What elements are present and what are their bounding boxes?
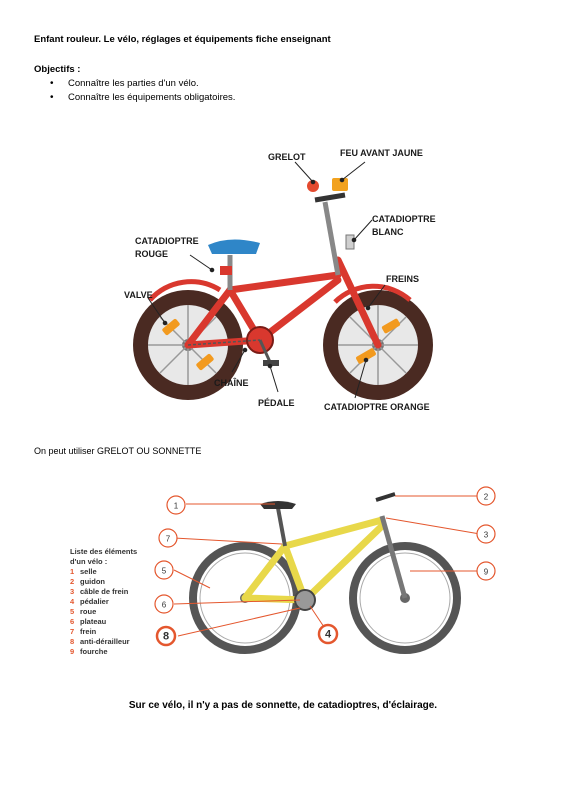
conclusion-text: Sur ce vélo, il n'y a pas de sonnette, d… — [128, 700, 438, 711]
label-chaine: CHAÎNE — [214, 377, 249, 388]
callout-circle — [476, 561, 496, 581]
label-pedale: PÉDALE — [258, 398, 295, 408]
label-catadioptre-rouge: ROUGE — [135, 249, 168, 259]
callout-circle — [317, 623, 339, 645]
legend-title: Liste des éléments — [70, 547, 137, 556]
callout-number: 1 — [174, 502, 179, 511]
bell-note: On peut utiliser GRELOT OU SONNETTE — [34, 446, 202, 456]
legend-part-name: fourche — [80, 647, 108, 656]
objective-item: Connaître les parties d'un vélo. — [34, 77, 235, 91]
front-light — [332, 178, 348, 191]
legend-number: 5 — [70, 607, 74, 616]
legend-number: 4 — [70, 597, 75, 606]
legend-number: 6 — [70, 617, 74, 626]
callout-number: 7 — [166, 535, 171, 544]
label-freins: FREINS — [386, 274, 419, 284]
adult-saddle — [260, 501, 296, 509]
callout-circle — [166, 495, 186, 515]
legend-part-name: selle — [80, 567, 97, 576]
objectives-list: Connaître les parties d'un vélo. Connaît… — [34, 77, 235, 105]
callout-circle — [476, 486, 496, 506]
callout-number: 4 — [325, 629, 332, 641]
legend-number: 3 — [70, 587, 74, 596]
legend-number: 2 — [70, 577, 74, 586]
rear-reflector — [220, 266, 232, 275]
kids-bike-diagram: GRELOT FEU AVANT JAUNE CATADIOPTRE BLANC… — [124, 148, 436, 412]
callout-circle — [158, 528, 178, 548]
legend-part-name: guidon — [80, 577, 105, 586]
page-title: Enfant rouleur. Le vélo, réglages et équ… — [34, 34, 331, 45]
callout-number: 9 — [484, 568, 489, 577]
objectives-heading: Objectifs : — [34, 64, 81, 75]
saddle — [208, 239, 260, 254]
callout-circle — [154, 594, 174, 614]
label-catadioptre-blanc: BLANC — [372, 227, 404, 237]
legend-part-name: câble de frein — [80, 587, 129, 596]
legend-title: d'un vélo : — [70, 557, 107, 566]
label-feu-avant: FEU AVANT JAUNE — [340, 148, 423, 158]
legend-number: 9 — [70, 647, 74, 656]
legend-number: 7 — [70, 627, 74, 636]
callout-circle — [476, 524, 496, 544]
parts-legend: Liste des éléments d'un vélo : 1 selle 2 gu… — [70, 547, 137, 656]
bell — [307, 180, 319, 192]
legend-part-name: frein — [80, 627, 97, 636]
label-catadioptre-blanc: CATADIOPTRE — [372, 214, 436, 224]
callout-number: 6 — [162, 601, 167, 610]
legend-part-name: roue — [80, 607, 96, 616]
legend-number: 8 — [70, 637, 74, 646]
callout-number: 3 — [484, 531, 489, 540]
legend-number: 1 — [70, 567, 74, 576]
label-catadioptre-rouge: CATADIOPTRE — [135, 236, 199, 246]
callout-circle — [155, 625, 177, 647]
label-catadioptre-orange: CATADIOPTRE ORANGE — [324, 402, 430, 412]
callout-circle — [154, 560, 174, 580]
label-valve: VALVE — [124, 290, 153, 300]
callout-number: 5 — [162, 567, 167, 576]
objective-item: Connaître les équipements obligatoires. — [34, 91, 235, 105]
front-reflector — [345, 234, 355, 250]
adult-bike-diagram: Liste des éléments d'un vélo : 1 selle 2 gu… — [70, 486, 496, 656]
legend-part-name: pédalier — [80, 597, 109, 606]
legend-part-name: anti-dérailleur — [80, 637, 130, 646]
callout-number: 8 — [163, 631, 169, 643]
label-grelot: GRELOT — [268, 152, 306, 162]
legend-part-name: plateau — [80, 617, 107, 626]
callout-number: 2 — [484, 493, 489, 502]
